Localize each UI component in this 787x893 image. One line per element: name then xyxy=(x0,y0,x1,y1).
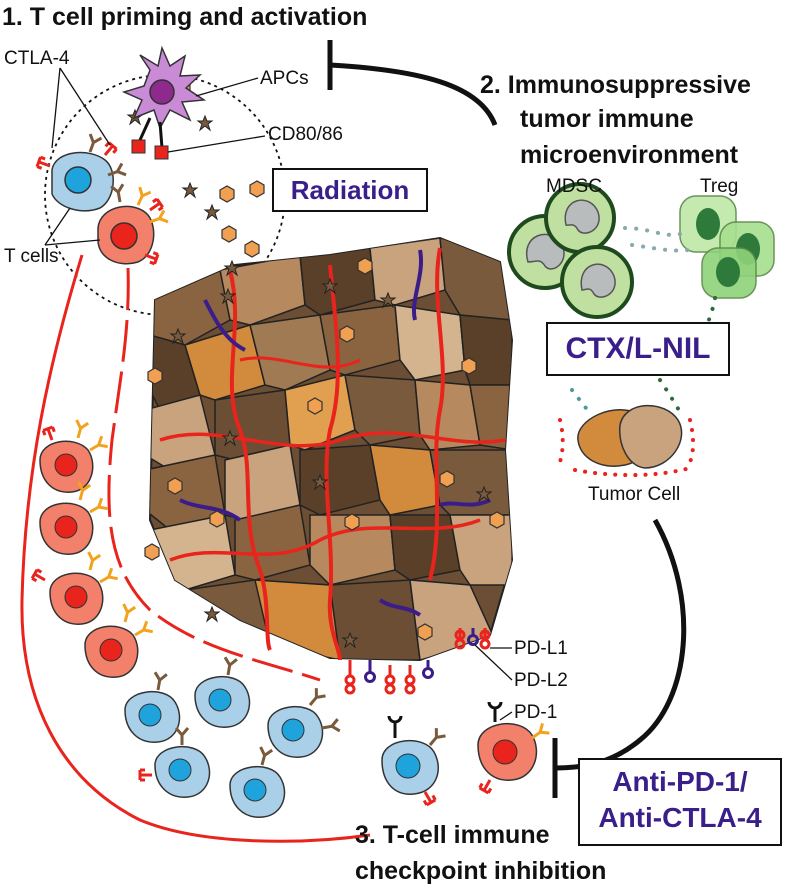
mdsc-cell-icon xyxy=(507,182,634,319)
label-cd80-86: CD80/86 xyxy=(268,124,343,145)
t-cell-icon xyxy=(124,670,181,743)
tcells-connector xyxy=(44,239,101,246)
tumor-mass-icon xyxy=(148,236,514,662)
t-cell-icon xyxy=(84,602,155,678)
cd80-connector xyxy=(167,135,266,153)
ctla4-connector xyxy=(51,67,61,149)
t-cell-icon xyxy=(229,745,286,818)
anti-checkpoint-box: Anti-PD-1/ Anti-CTLA-4 xyxy=(578,758,782,846)
t-cell-icon xyxy=(39,418,110,493)
t-cell-icon xyxy=(30,550,120,625)
label-mdsc: MDSC xyxy=(546,176,602,197)
heading-checkpoint-line2: checkpoint inhibition xyxy=(355,857,607,885)
apcs-connector xyxy=(195,77,259,97)
t-cell-icon xyxy=(477,701,551,795)
pd-l2-ligand-icon xyxy=(364,628,479,683)
tcells-connector xyxy=(44,207,71,246)
radiation-box: Radiation xyxy=(272,168,428,212)
heading-priming: 1. T cell priming and activation xyxy=(2,3,368,31)
t-cell-icon xyxy=(194,655,251,728)
heading-suppressive-line1: 2. Immunosuppressive xyxy=(480,71,751,99)
label-apcs: APCs xyxy=(260,68,309,89)
treg-cell-icon xyxy=(679,195,775,299)
anti-pd1-label: Anti-PD-1/ xyxy=(612,766,748,797)
inhibition-arc-top xyxy=(329,62,498,126)
ctla4-connector xyxy=(59,67,111,146)
t-cell-icon xyxy=(39,480,110,555)
heading-suppressive-line2: tumor immune xyxy=(520,105,694,133)
tumor-cell-icon xyxy=(577,404,683,469)
heading-suppressive-line3: microenvironment xyxy=(520,141,739,169)
dendritic-cell-icon xyxy=(121,45,207,160)
t-cell-icon xyxy=(35,132,128,212)
t-cell-icon xyxy=(267,686,342,758)
ctx-lnil-box: CTX/L-NIL xyxy=(546,322,730,376)
pdl2-connector xyxy=(474,644,513,681)
pd-l1-ligand-icon xyxy=(344,628,491,695)
label-pd-l2: PD-L2 xyxy=(514,670,568,691)
label-treg: Treg xyxy=(700,176,739,197)
t-cell-icon xyxy=(381,715,448,807)
anti-ctla4-label: Anti-CTLA-4 xyxy=(598,802,762,833)
label-pd-1: PD-1 xyxy=(514,702,558,723)
migration-path-outer xyxy=(20,254,371,843)
label-tumor-cell: Tumor Cell xyxy=(588,484,681,505)
hexagon-antigen-icon xyxy=(144,80,505,641)
t-cell-icon xyxy=(97,182,170,266)
inhibition-arc-bottom xyxy=(554,518,687,771)
pd1-connector xyxy=(499,711,513,721)
heading-checkpoint-line1: 3. T-cell immune xyxy=(355,821,550,849)
t-cell-icon xyxy=(138,726,211,798)
label-t-cells: T cells xyxy=(4,246,59,267)
label-pd-l1: PD-L1 xyxy=(514,638,568,659)
label-ctla4: CTLA-4 xyxy=(4,48,70,69)
migration-path-inner xyxy=(107,267,321,682)
